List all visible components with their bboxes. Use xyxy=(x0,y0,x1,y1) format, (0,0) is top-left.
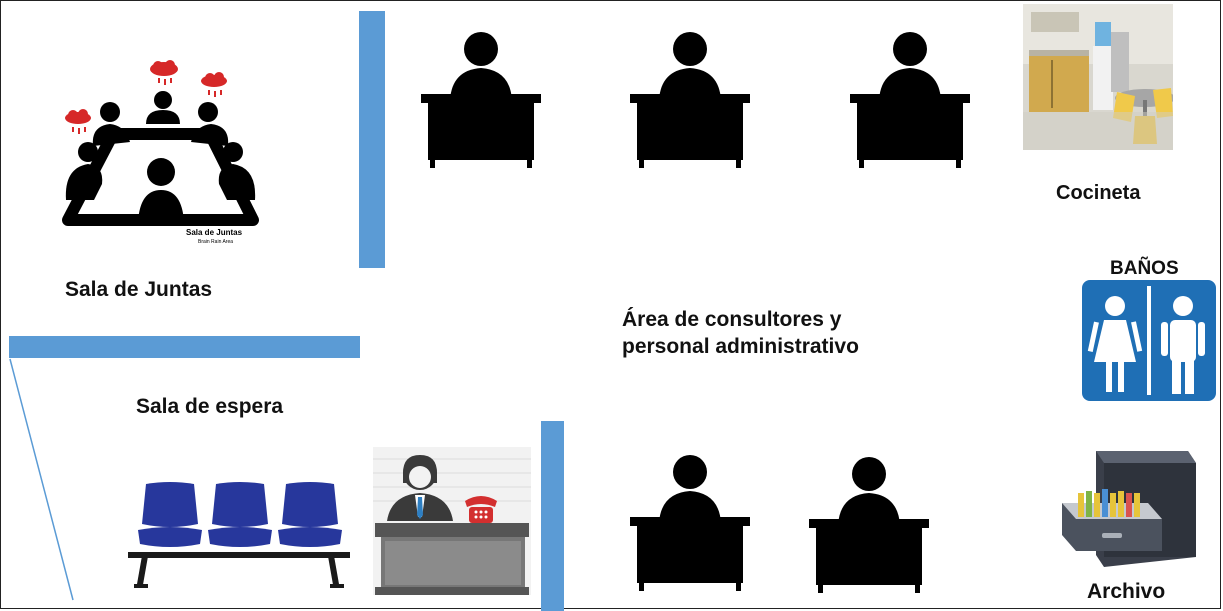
meeting-icon-subcaption: Brain Rain Area xyxy=(198,239,233,245)
meeting-table-icon: Sala de Juntas Brain Rain Area xyxy=(58,60,273,250)
wall-reception-right xyxy=(541,421,564,611)
waiting-chairs-icon xyxy=(128,480,368,594)
wall-meeting-room-bottom xyxy=(9,336,360,358)
bathrooms-label: BAÑOS xyxy=(1110,258,1179,279)
consultants-area-label-line2: personal administrativo xyxy=(622,335,859,359)
file-cabinet-icon xyxy=(1058,447,1198,569)
restroom-sign-icon xyxy=(1082,280,1216,401)
waiting-room-label: Sala de espera xyxy=(136,395,284,418)
desk-worker-3 xyxy=(847,32,973,168)
consultants-area-label: Área de consultores y personal administr… xyxy=(622,306,859,361)
consultants-area-label-line1: Área de consultores y xyxy=(622,308,842,331)
entrance-door-line xyxy=(0,355,90,611)
desk-worker-4 xyxy=(627,455,753,591)
desk-worker-5 xyxy=(806,457,932,593)
desk-worker-2 xyxy=(627,32,753,168)
kitchen-label: Cocineta xyxy=(1056,182,1141,204)
meeting-room-label: Sala de Juntas xyxy=(65,278,213,301)
archive-label: Archivo xyxy=(1087,580,1166,603)
receptionist-icon xyxy=(373,447,531,595)
meeting-icon-caption: Sala de Juntas xyxy=(186,228,243,237)
wall-meeting-room-right xyxy=(359,11,385,268)
desk-worker-1 xyxy=(418,32,544,168)
kitchen-photo xyxy=(1023,4,1173,150)
